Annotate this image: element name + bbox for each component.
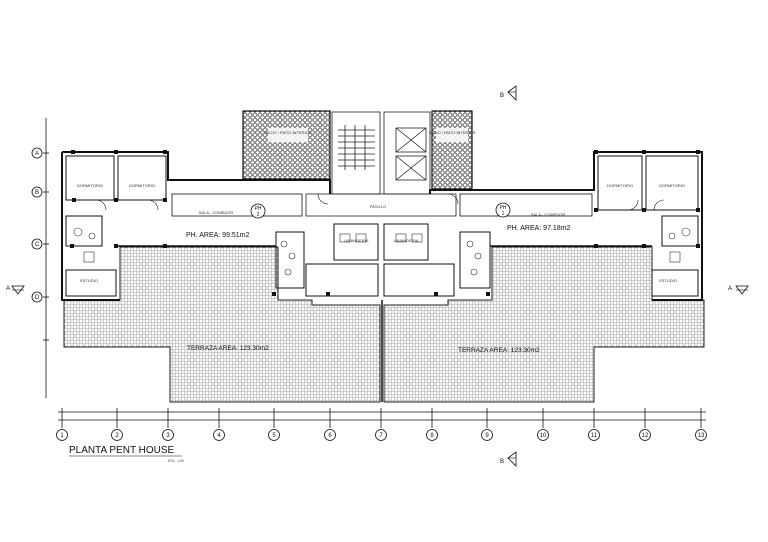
terrace-left-label: TERRAZA AREA: 123.30m2 <box>187 345 269 352</box>
column-axis-label: 7 <box>379 433 383 439</box>
svg-text:A: A <box>35 151 39 157</box>
row-axis-B: B <box>31 186 43 198</box>
dorm-2-label: DORMITORIO <box>129 183 155 188</box>
svg-text:B: B <box>35 190 39 196</box>
estudio-right-label: ESTUDIO <box>659 278 677 283</box>
unit-ph2 <box>61 151 379 301</box>
column-axis-6: 6 <box>324 408 336 441</box>
column-axis-5: 5 <box>268 408 280 441</box>
column-axis-label: 12 <box>642 433 649 439</box>
sala-right-label: SALA - COMEDOR <box>531 212 566 217</box>
void-right: VACIO / PATIO INTERIOR <box>428 110 476 190</box>
row-axis-D: D <box>31 291 43 303</box>
estudio-left-label: ESTUDIO <box>80 278 98 283</box>
bottom-dimension-line <box>58 411 706 421</box>
svg-text:D: D <box>35 295 40 301</box>
fixtures-right <box>395 227 691 276</box>
column-axis-label: 6 <box>328 433 332 439</box>
column-axis-label: 4 <box>217 433 221 439</box>
column-axis-10: 10 <box>537 408 549 441</box>
ph1-badge <box>495 202 511 218</box>
column-axis-2: 2 <box>111 408 123 441</box>
scale-note: ESC. 1:50 <box>168 459 184 463</box>
column-axis-3: 3 <box>162 408 174 441</box>
svg-text:B: B <box>500 459 504 465</box>
section-mark-top: B <box>500 85 517 101</box>
drawing-title: PLANTA PENT HOUSE <box>69 445 175 456</box>
column-axis-4: 4 <box>213 408 225 441</box>
columns-left <box>70 150 330 296</box>
lavanderia-left-label: LAVANDERIA <box>344 238 369 243</box>
ph1-badge-text: PH <box>500 205 507 211</box>
left-dimension-line <box>43 118 49 398</box>
void-left: VACIO / PATIO INTERIOR <box>242 110 331 180</box>
ph1-area-label: PH. AREA: 97.18m2 <box>507 225 571 232</box>
column-axis-label: 1 <box>60 433 64 439</box>
pasillo-label: PASILLO <box>370 204 386 209</box>
stair-core <box>305 111 457 217</box>
svg-text:B: B <box>500 93 504 99</box>
ph2-badge-number: 2 <box>257 212 260 218</box>
column-axis-9: 9 <box>481 408 493 441</box>
column-axis-7: 7 <box>375 408 387 441</box>
ph2-area-label: PH. AREA: 99.51m2 <box>186 232 250 239</box>
column-axis-12: 12 <box>639 408 651 441</box>
column-axis-label: 3 <box>166 433 170 439</box>
ph2-badge-text: PH <box>255 206 262 212</box>
column-axis-label: 10 <box>540 433 547 439</box>
fixtures-left <box>73 227 367 276</box>
section-mark-right: A <box>728 285 749 295</box>
dorm-4-label: DORMITORIO <box>659 183 685 188</box>
columns-right <box>434 150 700 296</box>
column-axis-8: 8 <box>426 408 438 441</box>
column-axis-label: 13 <box>698 433 705 439</box>
svg-text:A: A <box>6 286 10 292</box>
sala-left-label: SALA - COMEDOR <box>199 210 234 215</box>
dorm-3-label: DORMITORIO <box>607 183 633 188</box>
void-left-label: VACIO / PATIO INTERIOR <box>264 130 311 135</box>
row-axis-C: C <box>31 238 43 250</box>
section-mark-bottom: B <box>500 451 517 467</box>
ph2-badge <box>250 203 266 219</box>
column-axis-label: 2 <box>115 433 119 439</box>
lavanderia-right-label: LAVANDERIA <box>394 238 419 243</box>
section-mark-left: A <box>6 285 25 295</box>
ph1-badge-number: 1 <box>502 211 505 217</box>
column-axis-label: 8 <box>430 433 434 439</box>
column-axis-label: 11 <box>591 433 598 439</box>
svg-text:C: C <box>35 242 40 248</box>
svg-text:A: A <box>728 286 732 292</box>
dorm-1-label: DORMITORIO <box>77 183 103 188</box>
row-axis-A: A <box>31 147 43 159</box>
terrace-right-label: TERRAZA AREA: 123.30m2 <box>458 347 540 354</box>
column-axis-label: 5 <box>272 433 276 439</box>
column-axis-13: 13 <box>695 408 707 441</box>
void-right-label: VACIO / PATIO INTERIOR <box>428 130 475 135</box>
column-axis-11: 11 <box>588 408 600 441</box>
column-axis-1: 1 <box>56 408 68 441</box>
column-axis-label: 9 <box>485 433 489 439</box>
